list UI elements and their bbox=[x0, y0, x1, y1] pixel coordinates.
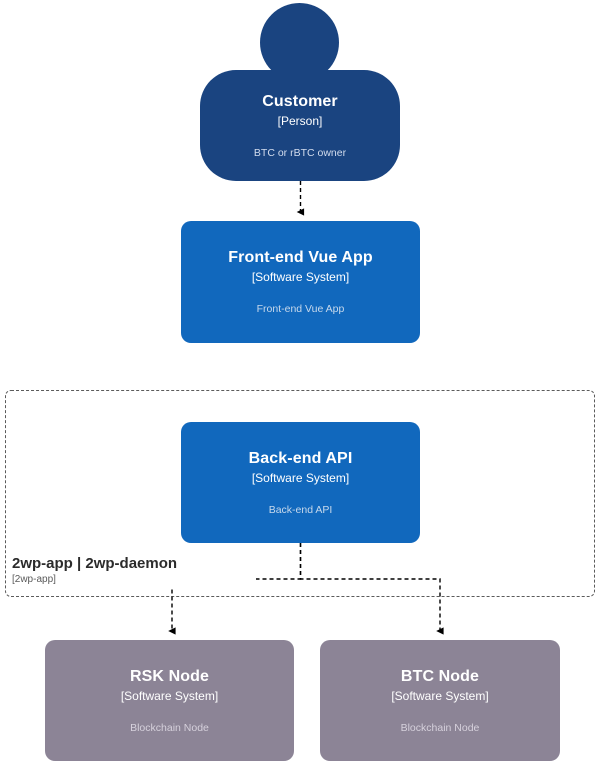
frontend-stereotype: [Software System] bbox=[251, 270, 350, 284]
boundary-title: 2wp-app | 2wp-daemon bbox=[12, 555, 178, 572]
rsk-node-description: Blockchain Node bbox=[130, 721, 209, 734]
node-customer[interactable]: Customer [Person] BTC or rBTC owner bbox=[200, 70, 400, 181]
btc-node-title: BTC Node bbox=[400, 667, 480, 685]
boundary-stereotype: [2wp-app] bbox=[12, 574, 56, 585]
btc-node-description: Blockchain Node bbox=[400, 721, 480, 734]
customer-description: BTC or rBTC owner bbox=[253, 146, 347, 159]
backend-description: Back-end API bbox=[268, 503, 333, 516]
btc-node-stereotype: [Software System] bbox=[391, 688, 489, 703]
frontend-description: Front-end Vue App bbox=[256, 303, 345, 315]
backend-stereotype: [Software System] bbox=[251, 470, 350, 485]
node-rsk-node[interactable]: RSK Node [Software System] Blockchain No… bbox=[45, 640, 294, 761]
node-btc-node[interactable]: BTC Node [Software System] Blockchain No… bbox=[320, 640, 560, 761]
node-frontend-vue-app[interactable]: Front-end Vue App [Software System] Fron… bbox=[181, 221, 420, 343]
customer-person-head bbox=[260, 3, 339, 82]
customer-title: Customer bbox=[262, 92, 338, 110]
backend-title: Back-end API bbox=[248, 449, 353, 467]
rsk-node-stereotype: [Software System] bbox=[120, 688, 219, 703]
frontend-title: Front-end Vue App bbox=[228, 249, 373, 266]
boundary-label: 2wp-app | 2wp-daemon [2wp-app] bbox=[12, 554, 256, 587]
customer-stereotype: [Person] bbox=[277, 113, 323, 128]
rsk-node-title: RSK Node bbox=[129, 667, 210, 685]
node-backend-api[interactable]: Back-end API [Software System] Back-end … bbox=[181, 422, 420, 543]
